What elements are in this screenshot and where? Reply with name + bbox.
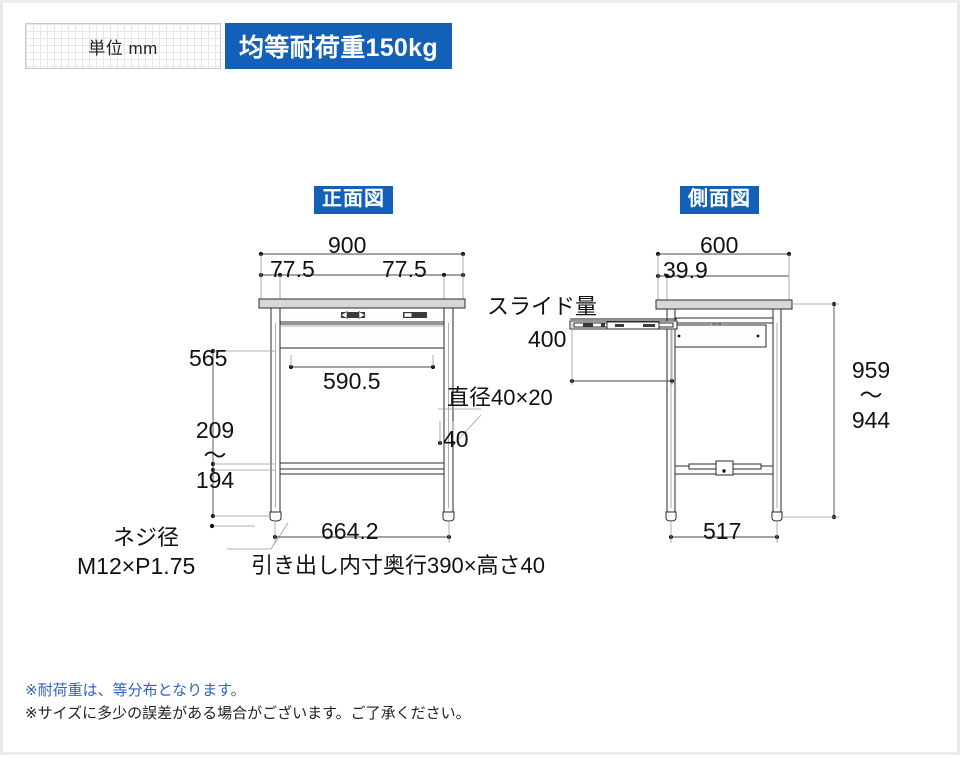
note-caster-diameter: 直径40×20 <box>447 385 553 410</box>
load-capacity-badge: 均等耐荷重150kg <box>225 23 452 69</box>
dim-front-upper-height: 565 <box>189 345 228 371</box>
dim-front-foot-span: 664.2 <box>321 518 379 544</box>
dim-front-inset-left: 77.5 <box>270 256 315 282</box>
header-row: 単位 mm 均等耐荷重150kg <box>25 23 452 69</box>
unit-box: 単位 mm <box>25 23 221 69</box>
label-slide-amount: スライド量 <box>487 294 598 319</box>
footnote-load-distribution: ※耐荷重は、等分布となります。 <box>25 682 246 699</box>
dim-side-height-tilde: 〜 <box>859 381 883 408</box>
side-view-title: 側面図 <box>680 186 759 214</box>
dim-side-top-offset: 39.9 <box>663 257 708 283</box>
dim-side-height-max: 959 <box>851 357 891 383</box>
front-view-geometry <box>209 251 482 550</box>
slide-rail <box>569 318 678 330</box>
side-view-geometry <box>569 251 839 543</box>
value-slide-amount: 400 <box>528 326 567 352</box>
hardware-glyphs <box>340 310 427 320</box>
footnotes: ※耐荷重は、等分布となります。 ※サイズに多少の誤差がある場合がございます。ご了… <box>25 679 471 726</box>
dim-side-total-depth: 600 <box>700 232 739 258</box>
note-drawer-inner-size: 引き出し内寸奥行390×高さ40 <box>251 553 546 578</box>
unit-label: 単位 mm <box>88 38 158 58</box>
label-screw-diameter: ネジ径 <box>113 525 180 550</box>
technical-drawing: .ln { stroke:#1a1a1a; stroke-width:1.1; … <box>209 251 839 550</box>
dim-front-total-width: 900 <box>328 232 367 258</box>
dim-front-drawer-width: 590.5 <box>323 368 381 394</box>
dim-front-adjust-min: 194 <box>195 466 235 493</box>
dim-side-foot-span: 517 <box>703 518 742 544</box>
dim-front-adjust-tilde: 〜 <box>203 441 227 468</box>
footnote-size-tolerance: ※サイズに多少の誤差がある場合がございます。ご了承ください。 <box>25 705 471 723</box>
dim-side-height-min: 944 <box>851 406 891 433</box>
dim-front-adjust-max: 209 <box>195 417 235 443</box>
front-view-title: 正面図 <box>314 186 393 214</box>
dim-front-inset-right: 77.5 <box>382 256 427 282</box>
value-screw-spec: M12×P1.75 <box>77 553 196 579</box>
dim-caster-height: 40 <box>443 426 469 452</box>
